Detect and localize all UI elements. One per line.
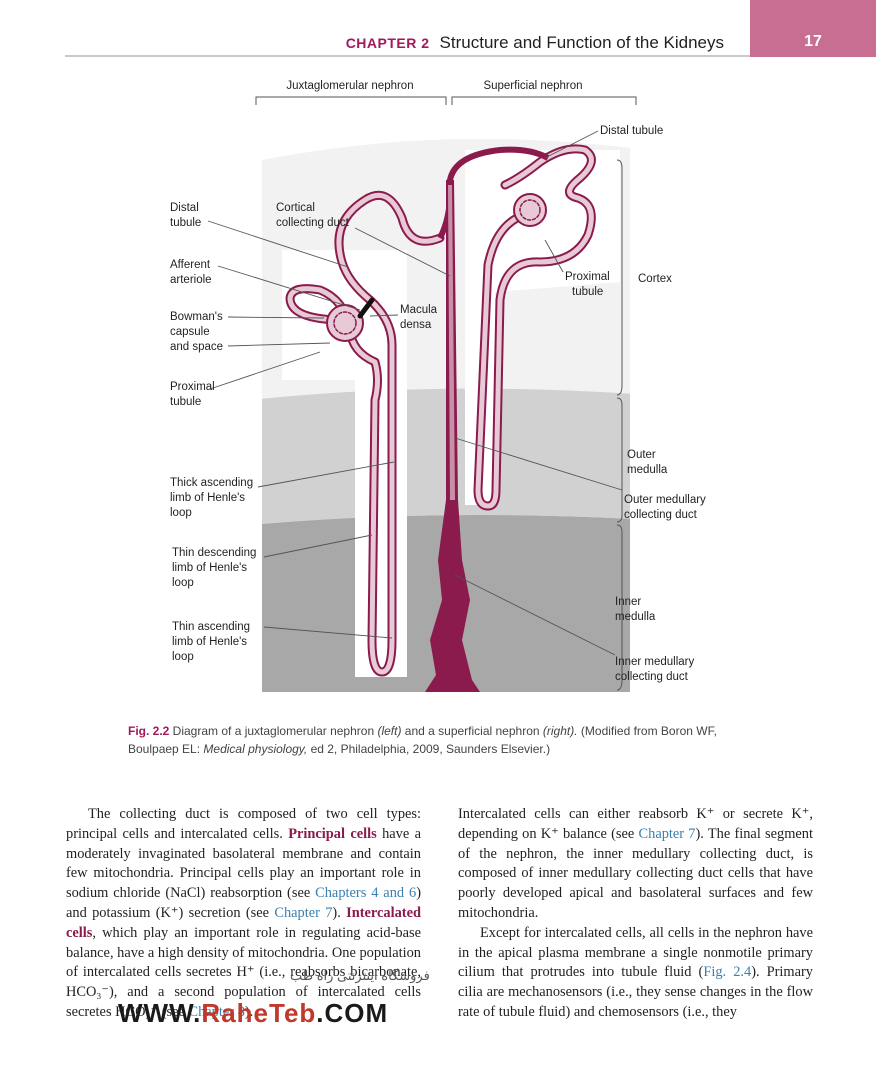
label-proximal-1: Proximal bbox=[170, 381, 215, 393]
label-inner-medulla-2: medulla bbox=[615, 611, 656, 623]
label-thin-asc-1: Thin ascending bbox=[172, 621, 250, 633]
superficial-bracket-label: Superficial nephron bbox=[483, 80, 582, 92]
caption-text-a: Diagram of a juxtaglomerular nephron bbox=[169, 724, 377, 738]
label-bowman-2: capsule bbox=[170, 326, 210, 338]
paragraph-cilia: Except for intercalated cells, all cells… bbox=[458, 924, 813, 1023]
label-thick-asc-2: limb of Henle's bbox=[170, 492, 245, 504]
nephron-diagram: Juxtaglomerular nephron Superficial neph… bbox=[0, 60, 876, 720]
label-macula-1: Macula bbox=[400, 304, 438, 316]
link-chapter-7-right[interactable]: Chapter 7 bbox=[639, 826, 696, 842]
link-fig-2-4[interactable]: Fig. 2.4 bbox=[703, 964, 751, 980]
label-thick-asc-1: Thick ascending bbox=[170, 477, 253, 489]
label-thin-desc-2: limb of Henle's bbox=[172, 562, 247, 574]
paragraph-intercalated: Intercalated cells can either reabsorb K… bbox=[458, 805, 813, 924]
page-number: 17 bbox=[750, 33, 876, 51]
figure-number: Fig. 2.2 bbox=[128, 724, 169, 738]
label-cortex: Cortex bbox=[638, 273, 672, 285]
label-proximal-right-2: tubule bbox=[572, 286, 603, 298]
label-bowman-1: Bowman's bbox=[170, 311, 223, 323]
watermark-persian: فروشگاه اینترنتی راه طب bbox=[290, 968, 430, 984]
juxtaglomerular-bracket-label: Juxtaglomerular nephron bbox=[286, 80, 413, 92]
label-bowman-3: and space bbox=[170, 341, 223, 353]
nephron-figure: Juxtaglomerular nephron Superficial neph… bbox=[0, 60, 876, 720]
label-cortical-cd-1: Cortical bbox=[276, 202, 315, 214]
running-header: CHAPTER 2 Structure and Function of the K… bbox=[346, 33, 724, 53]
chapter-label: CHAPTER 2 bbox=[346, 35, 430, 51]
label-afferent-1: Afferent bbox=[170, 259, 211, 271]
label-thick-asc-3: loop bbox=[170, 507, 192, 519]
figure-caption: Fig. 2.2 Diagram of a juxtaglomerular ne… bbox=[128, 722, 768, 758]
caption-text-b: and a superficial nephron bbox=[401, 724, 542, 738]
label-omcd-2: collecting duct bbox=[624, 509, 698, 521]
label-cortical-cd-2: collecting duct bbox=[276, 217, 350, 229]
caption-left: (left) bbox=[377, 724, 401, 738]
label-thin-asc-2: limb of Henle's bbox=[172, 636, 247, 648]
label-proximal-2: tubule bbox=[170, 396, 201, 408]
label-inner-medulla-1: Inner bbox=[615, 596, 641, 608]
link-chapter-7[interactable]: Chapter 7 bbox=[274, 905, 332, 921]
caption-text-d: ed 2, Philadelphia, 2009, Saunders Elsev… bbox=[307, 742, 550, 756]
label-distal-tubule-2: tubule bbox=[170, 217, 201, 229]
label-outer-medulla-2: medulla bbox=[627, 464, 668, 476]
label-distal-tubule-1: Distal bbox=[170, 202, 199, 214]
label-thin-desc-1: Thin descending bbox=[172, 547, 256, 559]
chapter-title: Structure and Function of the Kidneys bbox=[440, 33, 724, 52]
caption-book: Medical physiology, bbox=[203, 742, 307, 756]
label-imcd-1: Inner medullary bbox=[615, 656, 695, 668]
body-column-right: Intercalated cells can either reabsorb K… bbox=[458, 805, 813, 1023]
label-proximal-right-1: Proximal bbox=[565, 271, 610, 283]
label-macula-2: densa bbox=[400, 319, 432, 331]
label-distal-tubule-right: Distal tubule bbox=[600, 125, 663, 137]
label-afferent-2: arteriole bbox=[170, 274, 212, 286]
link-chapters-4-6[interactable]: Chapters 4 and 6 bbox=[315, 885, 416, 901]
label-imcd-2: collecting duct bbox=[615, 671, 689, 683]
caption-right: (right). bbox=[543, 724, 578, 738]
watermark-url: WWW.RaheTeb.COM bbox=[118, 998, 388, 1029]
term-principal-cells: Principal cells bbox=[288, 826, 377, 842]
label-outer-medulla-1: Outer bbox=[627, 449, 656, 461]
label-thin-asc-3: loop bbox=[172, 651, 194, 663]
brackets bbox=[256, 97, 636, 105]
label-omcd-1: Outer medullary bbox=[624, 494, 706, 506]
header-rule bbox=[65, 55, 750, 57]
label-thin-desc-3: loop bbox=[172, 577, 194, 589]
paragraph-collecting-duct: The collecting duct is composed of two c… bbox=[66, 805, 421, 1023]
body-column-left: The collecting duct is composed of two c… bbox=[66, 805, 421, 1023]
page-number-tab: 17 bbox=[750, 0, 876, 57]
